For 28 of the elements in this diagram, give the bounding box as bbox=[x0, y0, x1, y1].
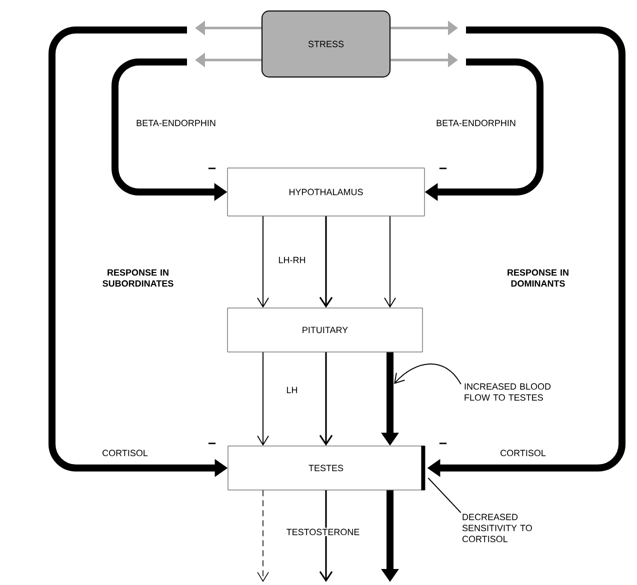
process-box: TESTES bbox=[228, 446, 426, 490]
arrow bbox=[394, 364, 462, 385]
leader-line bbox=[428, 478, 462, 514]
process-box: HYPOTHALAMUS bbox=[227, 168, 425, 216]
arrow bbox=[257, 352, 269, 446]
edge-label: CORTISOL bbox=[101, 448, 149, 458]
edge-label: LH-RH bbox=[277, 256, 307, 264]
minus-sign: – bbox=[439, 168, 447, 170]
arrow bbox=[319, 352, 333, 446]
note-text: DECREASED SENSITIVITY TO CORTISOL bbox=[462, 514, 532, 542]
arrow bbox=[319, 216, 333, 308]
minus-sign: – bbox=[208, 168, 216, 170]
arrow bbox=[257, 216, 269, 308]
stress-box: STRESS bbox=[262, 10, 390, 78]
edge-label: CORTISOL bbox=[499, 448, 547, 458]
note-text: RESPONSE IN SUBORDINATES bbox=[102, 269, 174, 287]
edge-label: BETA-ENDORPHIN bbox=[135, 118, 217, 128]
minus-sign: – bbox=[208, 442, 216, 444]
note-text: RESPONSE IN DOMINANTS bbox=[508, 269, 568, 287]
arrow bbox=[257, 490, 269, 582]
arrow bbox=[384, 216, 396, 308]
process-box: PITUITARY bbox=[227, 308, 423, 352]
edge-label: LH bbox=[285, 386, 299, 394]
arrow bbox=[319, 490, 333, 582]
minus-sign: – bbox=[439, 442, 447, 444]
edge-label: BETA-ENDORPHIN bbox=[435, 118, 517, 128]
note-text: INCREASED BLOOD FLOW TO TESTES bbox=[464, 383, 551, 401]
edge-label: TESTOSTERONE bbox=[285, 528, 361, 536]
